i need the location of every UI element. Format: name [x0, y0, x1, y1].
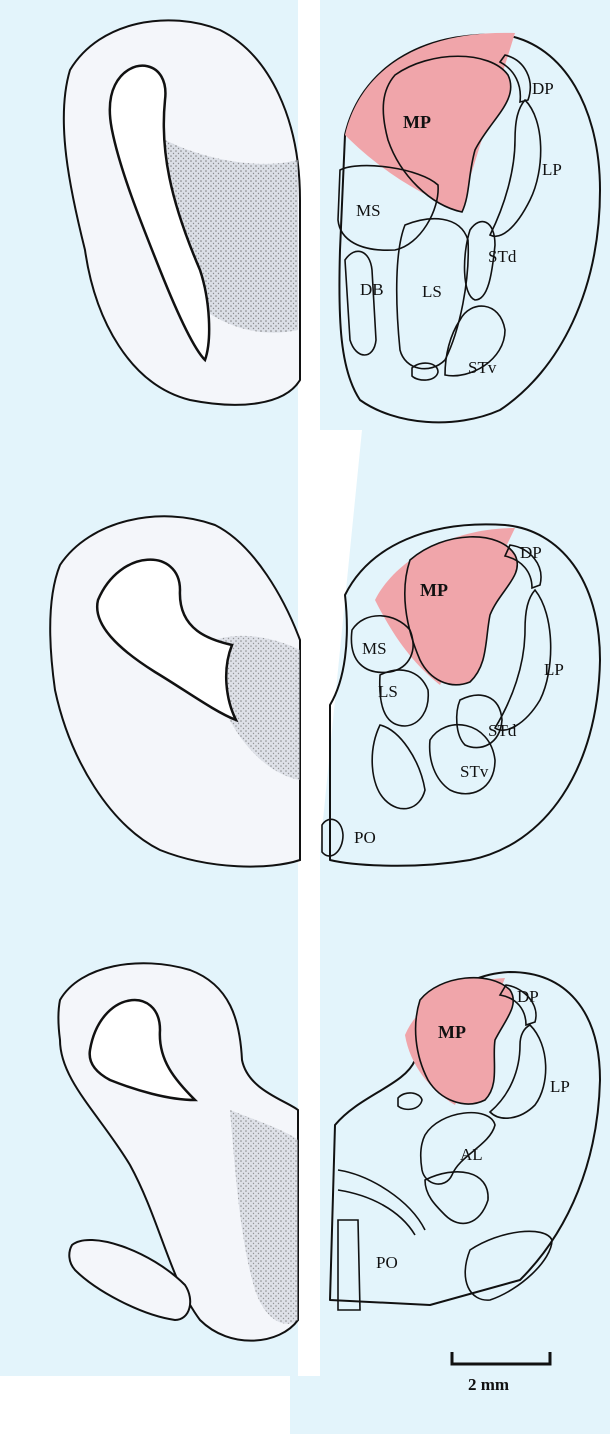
scale-bar-label: 2 mm — [468, 1375, 509, 1394]
label-po-2: PO — [354, 828, 376, 847]
label-std-1: STd — [488, 247, 517, 266]
label-ms-1: MS — [356, 201, 381, 220]
label-ls-1: LS — [422, 282, 442, 301]
label-dp-2: DP — [520, 543, 542, 562]
label-std-2: STd — [488, 721, 517, 740]
label-lp-1: LP — [542, 160, 562, 179]
label-po-3: PO — [376, 1253, 398, 1272]
label-mp-1: MP — [403, 112, 431, 132]
label-dp-3: DP — [517, 987, 539, 1006]
label-lp-3: LP — [550, 1077, 570, 1096]
label-dp-1: DP — [532, 79, 554, 98]
label-mp-2: MP — [420, 580, 448, 600]
label-db-1: DB — [360, 280, 384, 299]
background-lower-right — [290, 1376, 610, 1434]
label-lp-2: LP — [544, 660, 564, 679]
label-mp-3: MP — [438, 1022, 466, 1042]
label-ls-2: LS — [378, 682, 398, 701]
label-stv-1: STv — [468, 358, 497, 377]
label-al-3: AL — [460, 1145, 483, 1164]
label-ms-2: MS — [362, 639, 387, 658]
label-stv-2: STv — [460, 762, 489, 781]
